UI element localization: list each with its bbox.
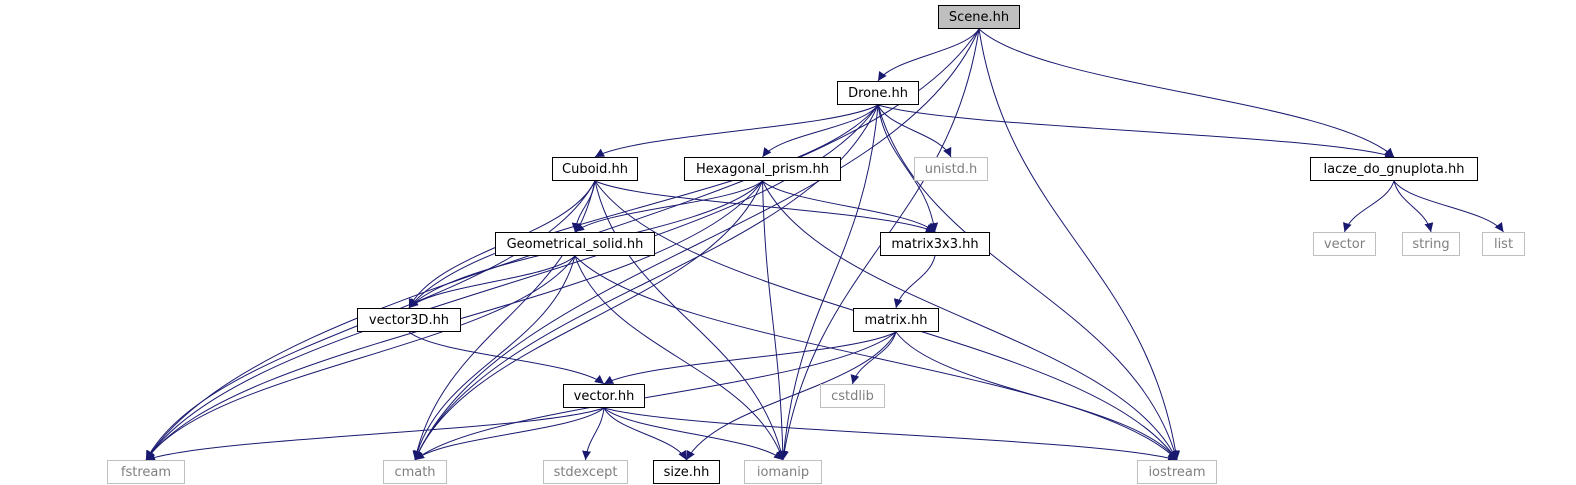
- edge-drone-to-matrix3x3: [877, 104, 939, 233]
- node-matrix-hh[interactable]: matrix.hh: [853, 308, 939, 332]
- edge-hexagonal_prism-to-matrix3x3: [762, 180, 936, 233]
- edge-vector_hh-to-iostream: [603, 407, 1178, 462]
- edge-hexagonal_prism-to-geometrical_solid: [574, 180, 763, 233]
- node-geometrical-solid-hh[interactable]: Geometrical_solid.hh: [495, 232, 655, 256]
- node-cuboid-hh[interactable]: Cuboid.hh: [552, 157, 638, 181]
- edge-geometrical_solid-to-vector3d: [408, 255, 576, 309]
- node-cmath: cmath: [383, 460, 447, 484]
- edge-geometrical_solid-to-cmath: [412, 255, 576, 461]
- node-unistd-h: unistd.h: [914, 157, 988, 181]
- node-iomanip: iomanip: [744, 460, 822, 484]
- edge-drone-to-cuboid: [594, 104, 879, 158]
- node-stdexcept: stdexcept: [543, 460, 628, 484]
- edge-drone-to-hexagonal_prism: [762, 104, 879, 158]
- edge-matrix-to-cstdlib: [850, 331, 897, 385]
- edge-lacze_do_gnuplota-to-list_lib: [1393, 180, 1504, 233]
- edge-matrix-to-iostream: [895, 331, 1178, 461]
- edge-drone-to-lacze_do_gnuplota: [877, 104, 1395, 159]
- edge-lacze_do_gnuplota-to-vector_lib: [1343, 180, 1395, 233]
- node-scene-hh[interactable]: Scene.hh: [938, 5, 1020, 29]
- edge-geometrical_solid-to-fstream: [145, 255, 576, 461]
- edge-scene-to-cmath: [414, 28, 980, 461]
- edge-cuboid-to-iomanip: [594, 180, 786, 461]
- edge-drone-to-unistd: [877, 104, 952, 158]
- edge-scene-to-iostream: [978, 28, 1181, 461]
- edges: [145, 28, 1504, 462]
- node-drone-hh[interactable]: Drone.hh: [837, 81, 919, 105]
- edge-drone-to-vector3d: [408, 104, 879, 309]
- edge-matrix-to-vector_hh: [603, 331, 897, 385]
- edge-drone-to-iostream: [877, 104, 1179, 461]
- edge-cuboid-to-matrix3x3: [594, 180, 936, 233]
- edge-geometrical_solid-to-iomanip: [574, 255, 785, 461]
- edge-vector_hh-to-size_hh: [603, 407, 687, 461]
- edge-matrix3x3-to-matrix: [893, 255, 936, 309]
- edge-cuboid-to-geometrical_solid: [571, 180, 596, 233]
- edge-vector_hh-to-iomanip: [603, 407, 784, 461]
- edge-hexagonal_prism-to-iomanip: [762, 180, 788, 461]
- edge-scene-to-lacze_do_gnuplota: [978, 28, 1395, 158]
- node-size-hh[interactable]: size.hh: [653, 460, 720, 484]
- node-hexagonal-prism-hh[interactable]: Hexagonal_prism.hh: [684, 157, 841, 181]
- node-list: list: [1482, 232, 1525, 256]
- edge-lacze_do_gnuplota-to-string_lib: [1393, 180, 1434, 233]
- node-string: string: [1402, 232, 1460, 256]
- node-lacze-do-gnuplota-hh[interactable]: lacze_do_gnuplota.hh: [1310, 157, 1478, 181]
- node-fstream: fstream: [107, 460, 185, 484]
- edge-hexagonal_prism-to-iostream: [762, 180, 1178, 461]
- node-vector-hh[interactable]: vector.hh: [563, 384, 645, 408]
- edge-vector_hh-to-fstream: [145, 407, 605, 462]
- edge-vector_hh-to-cmath: [414, 407, 605, 461]
- edge-geometrical_solid-to-iostream: [574, 255, 1178, 461]
- edge-vector_hh-to-stdexcept: [582, 407, 605, 461]
- edge-vector3d-to-vector_hh: [408, 331, 605, 385]
- edge-scene-to-drone: [877, 28, 980, 82]
- node-iostream: iostream: [1137, 460, 1217, 484]
- node-vector3d-hh[interactable]: vector3D.hh: [357, 308, 461, 332]
- edge-hexagonal_prism-to-cmath: [414, 180, 763, 461]
- node-matrix3x3-hh[interactable]: matrix3x3.hh: [880, 232, 990, 256]
- node-cstdlib: cstdlib: [820, 384, 885, 408]
- edge-matrix-to-cmath: [414, 331, 897, 461]
- node-vector: vector: [1313, 232, 1376, 256]
- edge-drone-to-iomanip: [779, 104, 879, 461]
- edge-matrix-to-size_hh: [686, 331, 897, 461]
